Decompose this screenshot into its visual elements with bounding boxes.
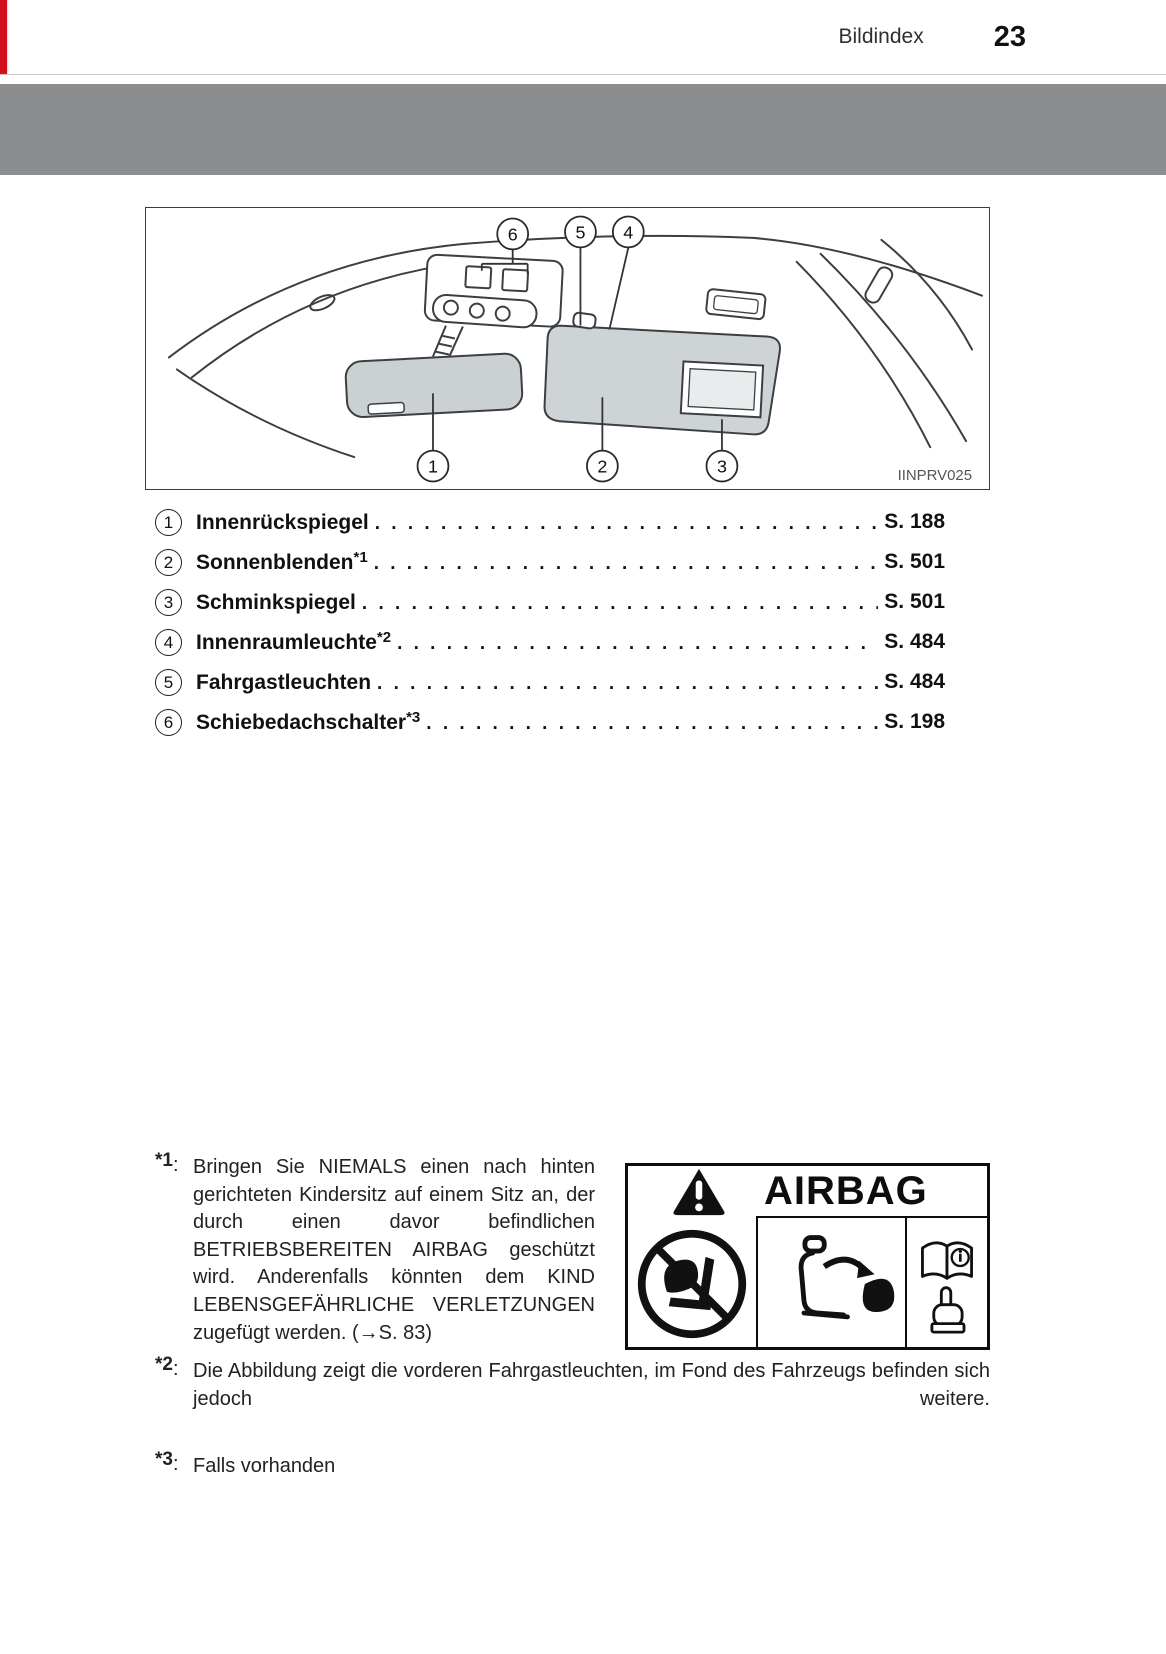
- footnote-3: *3: Falls vorhanden: [155, 1448, 990, 1481]
- callout-number-4: 4: [623, 222, 633, 242]
- airbag-label-title: AIRBAG: [756, 1166, 987, 1218]
- page-header: Bildindex 23: [0, 0, 1166, 74]
- footnote-ref: *1: [353, 549, 368, 566]
- figure-code: IINPRV025: [898, 467, 972, 484]
- footnote-marker: *3:: [155, 1448, 179, 1475]
- item-number: 5: [155, 668, 182, 696]
- page-reference: S. 198: [884, 710, 945, 733]
- list-item: 1 Innenrückspiegel . . . . . . . . . . .…: [155, 502, 945, 542]
- footnote-1-row: *1: Bringen Sie NIEMALS einen nach hinte…: [155, 1146, 990, 1350]
- owners-manual-icon: [907, 1218, 987, 1347]
- footnote-text: Falls vorhanden: [193, 1454, 336, 1477]
- item-number: 3: [155, 588, 182, 616]
- dot-leader: . . . . . . . . . . . . . . . . . . . . …: [377, 673, 878, 694]
- dot-leader: . . . . . . . . . . . . . . . . . . . . …: [361, 593, 878, 614]
- item-number: 4: [155, 628, 182, 656]
- dot-leader: . . . . . . . . . . . . . . . . . . . . …: [397, 633, 878, 654]
- callout-circles: 6 5 4 1 2 3: [416, 215, 739, 483]
- page-reference: S. 501: [884, 550, 945, 573]
- section-title: Bildindex: [838, 25, 924, 48]
- dot-leader: . . . . . . . . . . . . . . . . . . . . …: [373, 553, 879, 574]
- dot-leader: . . . . . . . . . . . . . . . . . . . . …: [426, 713, 878, 734]
- callout-number-2: 2: [597, 457, 607, 477]
- page-reference: S. 484: [884, 630, 945, 653]
- red-accent-bar: [0, 0, 7, 74]
- index-list: 1 Innenrückspiegel . . . . . . . . . . .…: [155, 502, 945, 742]
- airbag-deployment-icon: [756, 1218, 907, 1347]
- header-divider: [0, 74, 1166, 75]
- item-number: 2: [155, 548, 182, 576]
- callout-number-3: 3: [717, 457, 727, 477]
- callout-circle-1: [416, 449, 450, 483]
- list-item: 6 Schiebedachschalter*3 . . . . . . . . …: [155, 702, 945, 742]
- item-number: 1: [155, 508, 182, 536]
- airbag-warning-label: AIRBAG: [625, 1163, 990, 1350]
- mirror-mount: [432, 325, 464, 358]
- figure-box: 6 5 4 1 2 3 IINPRV025: [145, 207, 990, 490]
- list-item: 5 Fahrgastleuchten . . . . . . . . . . .…: [155, 662, 945, 702]
- item-label: Schminkspiegel: [196, 591, 356, 614]
- dot-leader: . . . . . . . . . . . . . . . . . . . . …: [374, 513, 879, 534]
- warning-triangle-icon: [628, 1166, 756, 1218]
- item-number: 6: [155, 708, 182, 736]
- chapter-band: [0, 84, 1166, 175]
- footnote-ref: *3: [406, 709, 421, 726]
- callout-circle-3: [705, 449, 739, 483]
- callout-number-5: 5: [575, 222, 585, 242]
- callout-circle-4: [611, 215, 645, 249]
- footnote-text: Die Abbildung zeigt die vorderen Fahrgas…: [193, 1360, 990, 1410]
- footnote-marker: *1:: [155, 1150, 179, 1176]
- footnotes: *1: Bringen Sie NIEMALS einen nach hinte…: [155, 1146, 990, 1480]
- ceiling-light-drawing: [705, 288, 767, 321]
- overhead-console-drawing: [423, 253, 564, 329]
- sun-visor-drawing: [543, 311, 781, 436]
- page-reference: S. 188: [884, 510, 945, 533]
- footnote-2: *2: Die Abbildung zeigt die vorderen Fah…: [155, 1354, 990, 1441]
- item-label: Fahrgastleuchten: [196, 671, 372, 694]
- callout-circle-6: [496, 217, 530, 251]
- item-label: Sonnenblenden*1: [196, 549, 368, 574]
- callout-number-6: 6: [508, 224, 518, 244]
- footnote-ref: *2: [376, 629, 392, 646]
- callout-number-1: 1: [428, 457, 438, 477]
- footnote-text: Bringen Sie NIEMALS einen nach hinten ge…: [193, 1156, 595, 1344]
- prohibited-rear-facing-child-seat-icon: [628, 1218, 756, 1347]
- item-label: Innenrückspiegel: [196, 511, 369, 534]
- rearview-mirror-drawing: [344, 352, 524, 419]
- list-item: 2 Sonnenblenden*1 . . . . . . . . . . . …: [155, 542, 945, 582]
- footnote-marker: *2:: [155, 1354, 179, 1380]
- page-reference: S. 501: [884, 590, 945, 613]
- callout-circle-5: [564, 215, 597, 249]
- list-item: 3 Schminkspiegel . . . . . . . . . . . .…: [155, 582, 945, 622]
- footnote-1: *1: Bringen Sie NIEMALS einen nach hinte…: [155, 1146, 595, 1347]
- callout-circle-2: [586, 449, 619, 483]
- list-item: 4 Innenraumleuchte*2 . . . . . . . . . .…: [155, 622, 945, 662]
- item-label: Schiebedachschalter*3: [196, 709, 421, 734]
- vanity-mirror-drawing: [679, 360, 765, 419]
- interior-roof-diagram: 6 5 4 1 2 3 IINPRV025: [167, 215, 984, 484]
- page-number: 23: [993, 20, 1026, 53]
- page-reference: S. 484: [884, 670, 945, 693]
- item-label: Innenraumleuchte*2: [196, 629, 392, 654]
- callout-lines: [432, 247, 723, 451]
